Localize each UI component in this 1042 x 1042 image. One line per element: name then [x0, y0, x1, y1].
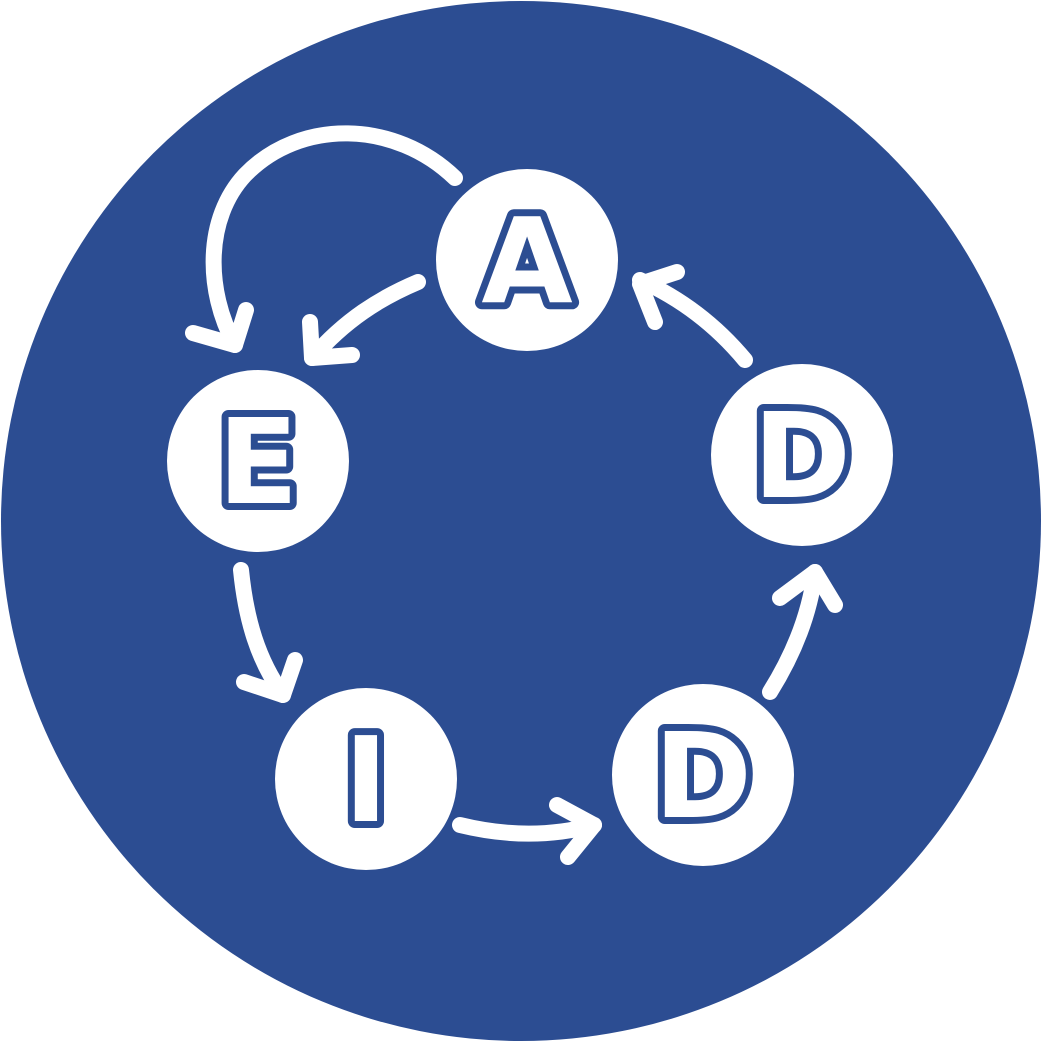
arrow-a-to-e: [302, 274, 426, 366]
node-letter: E: [218, 393, 299, 531]
node-evaluation: E: [167, 370, 349, 552]
node-letter: D: [753, 387, 851, 525]
arrow-d-to-d: [762, 564, 843, 700]
arrow-d-to-a: [632, 264, 753, 368]
node-letter: D: [654, 707, 752, 845]
node-design: D: [711, 364, 893, 546]
arrow-i-to-d: [452, 797, 602, 865]
arrow-e-to-i: [233, 562, 303, 703]
node-letter: I: [344, 711, 388, 849]
node-analysis: A: [436, 169, 618, 351]
arrow-a-to-e-outer: [185, 125, 463, 353]
node-development: D: [612, 684, 794, 866]
node-implementation: I: [275, 688, 457, 870]
node-letter: A: [481, 192, 572, 330]
